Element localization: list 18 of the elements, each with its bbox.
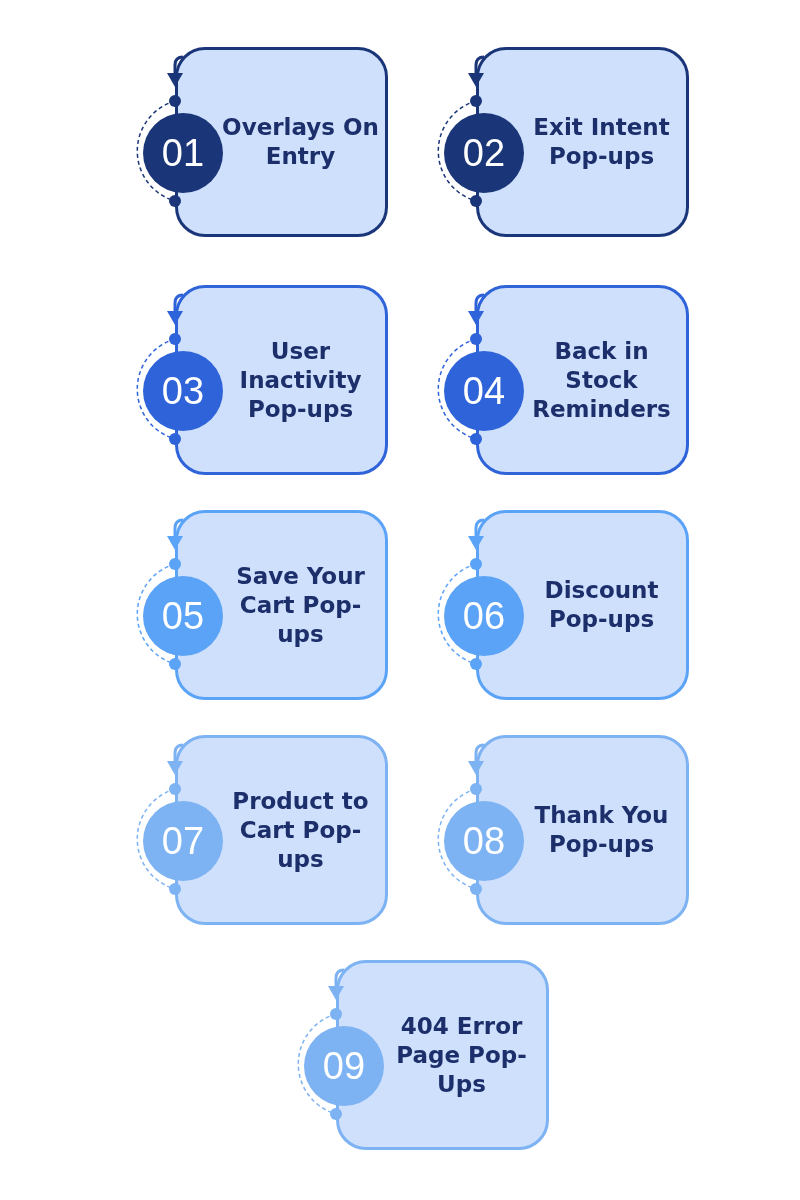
step-number: 07 [143, 801, 223, 881]
card-text: Save Your Cart Pop-ups [235, 561, 366, 649]
step-number: 05 [143, 576, 223, 656]
step-number: 04 [444, 351, 524, 431]
step-number: 02 [444, 113, 524, 193]
card-text: Product to Cart Pop-ups [231, 786, 370, 874]
card-text: 404 Error Page Pop-Ups [395, 1011, 528, 1099]
card-text: Thank You Pop-ups [533, 801, 670, 859]
step-number: 06 [444, 576, 524, 656]
card-text: Overlays On Entry [222, 113, 379, 171]
card-text: User Inactivity Pop-ups [238, 336, 363, 424]
step-number: 08 [444, 801, 524, 881]
card-text: Exit Intent Pop-ups [532, 113, 671, 171]
step-number: 01 [143, 113, 223, 193]
card-text: Back in Stock Reminders [531, 336, 672, 424]
step-number: 03 [143, 351, 223, 431]
step-number: 09 [304, 1026, 384, 1106]
card-text: Discount Pop-ups [543, 576, 660, 634]
